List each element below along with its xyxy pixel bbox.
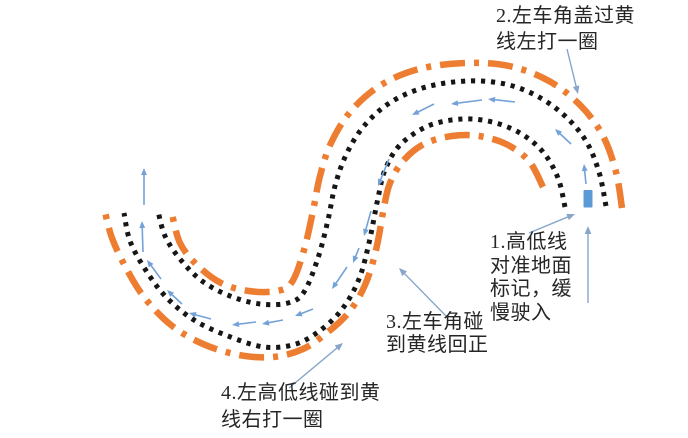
path-arrow <box>141 225 144 253</box>
path-arrow <box>333 266 348 286</box>
path-arrow <box>192 313 212 320</box>
leader-step-1-vertical-head-icon <box>584 226 592 234</box>
yellow-boundary-line-outer <box>168 59 626 296</box>
annotation-step-4: 4.左高低线碰到黄 线右打一圈 <box>221 380 381 434</box>
path-arrow-head-icon <box>139 221 146 229</box>
path-arrow-head-icon <box>377 178 384 186</box>
path-arrow-head-icon <box>581 164 588 172</box>
annotation-line: 慢驶入 <box>490 301 552 324</box>
path-arrow-head-icon <box>451 100 459 107</box>
path-arrow <box>557 131 572 145</box>
path-arrow <box>364 210 372 233</box>
annotation-line: 标记，缓 <box>490 278 572 300</box>
yellow-boundary-line-inner <box>101 131 546 361</box>
path-arrow-head-icon <box>332 281 339 289</box>
leader-step-2 <box>566 48 578 90</box>
annotation-line: 到黄线回正 <box>386 334 489 356</box>
annotation-line: 2.左车角盖过黄 <box>496 5 635 27</box>
path-arrow-head-icon <box>141 168 147 175</box>
annotation-step-2: 2.左车角盖过黄 线左打一圈 <box>496 3 635 55</box>
annotation-line: 线右打一圈 <box>221 409 324 431</box>
path-arrow-head-icon <box>147 260 154 268</box>
leader-step-1-diagonal <box>528 215 571 234</box>
ground-markers <box>583 190 593 208</box>
annotation-line: 线左打一圈 <box>496 31 599 53</box>
leader-step-2-head-icon <box>572 85 580 94</box>
path-arrow-head-icon <box>555 129 563 136</box>
path-arrow <box>236 321 257 326</box>
annotation-step-1: 1.高低线 对准地面 标记，缓 慢驶入 <box>490 231 572 325</box>
driving-path-arrows <box>139 96 588 328</box>
path-arrow-head-icon <box>412 109 420 115</box>
annotation-leader-arrows <box>288 48 592 389</box>
path-arrow <box>492 98 516 103</box>
leader-step-1-diagonal-head-icon <box>566 213 575 221</box>
path-arrow-head-icon <box>232 321 240 328</box>
path-arrow <box>378 158 390 183</box>
path-arrow <box>415 103 435 114</box>
path-arrow-head-icon <box>167 290 175 297</box>
annotation-line: 4.左高低线碰到黄 <box>221 382 381 404</box>
track-edge-dotted-inner <box>121 116 568 351</box>
path-arrow-head-icon <box>189 312 197 318</box>
annotation-line: 对准地面 <box>490 254 572 277</box>
path-arrow-head-icon <box>295 310 303 317</box>
path-arrow-head-icon <box>488 96 496 103</box>
path-arrow <box>148 262 162 280</box>
annotation-line: 1.高低线 <box>490 231 568 253</box>
leader-step-4-head-icon <box>334 343 343 351</box>
annotation-step-3: 3.左车角碰 到黄线回正 <box>386 311 489 357</box>
path-arrow <box>455 99 483 105</box>
ground-mark-rect <box>583 190 593 208</box>
annotation-line: 3.左车角碰 <box>386 311 484 333</box>
path-arrow-head-icon <box>262 319 270 326</box>
leader-step-4 <box>288 345 340 389</box>
leader-step-3-head-icon <box>399 268 407 277</box>
track-boundary-lines <box>101 59 626 361</box>
leader-step-3 <box>401 270 449 319</box>
path-arrow-head-icon <box>363 228 369 236</box>
path-arrow <box>265 319 284 325</box>
path-arrow-head-icon <box>352 255 359 263</box>
